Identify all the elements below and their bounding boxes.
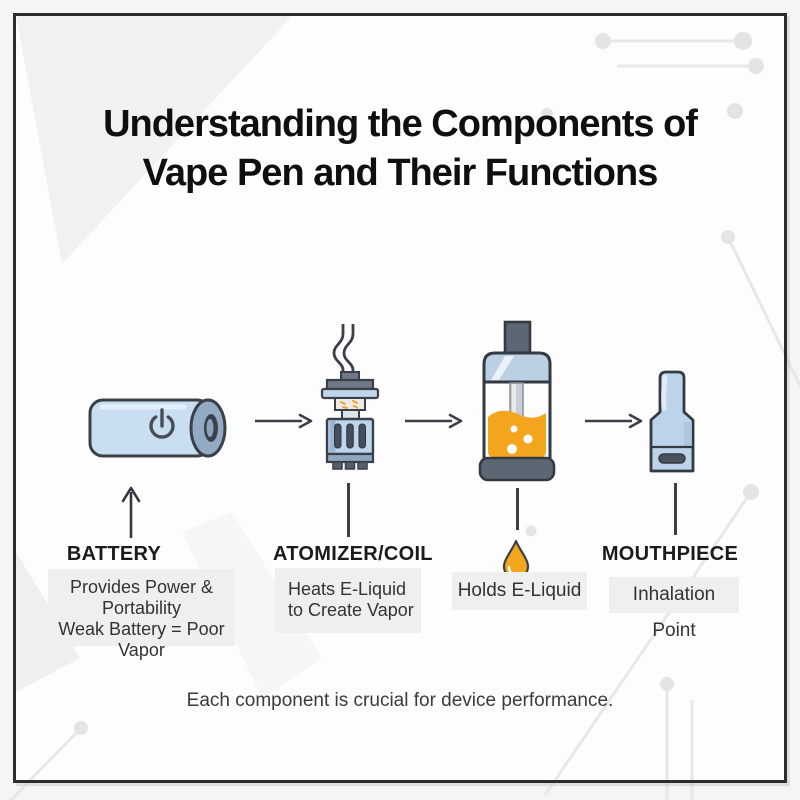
atomizer-pointer-line — [347, 483, 350, 537]
title-line-2: Vape Pen and Their Functions — [142, 152, 659, 194]
mouthpiece-pointer-line — [674, 483, 677, 535]
air-slots — [334, 423, 366, 449]
tank-description-box: Holds E-Liquid — [452, 572, 587, 610]
battery-icon — [88, 398, 227, 458]
spark-marks — [340, 400, 358, 409]
footer-caption: Each component is crucial for device per… — [186, 690, 614, 711]
contact-pins — [332, 461, 368, 470]
tank-icon — [478, 320, 556, 482]
power-icon — [149, 408, 175, 439]
page-title: Understanding the Components of Vape Pen… — [0, 100, 800, 198]
circuit-line-decoration — [8, 39, 800, 800]
frame-border — [13, 13, 787, 783]
mouthpiece-icon — [649, 370, 695, 473]
arrow-up-icon — [121, 486, 141, 538]
atomizer-icon — [320, 324, 380, 470]
atomizer-description-box: Heats E-Liquid to Create Vapor — [275, 568, 421, 633]
liquid-bubbles — [507, 425, 533, 454]
mouthpiece-label: MOUTHPIECE — [601, 543, 739, 565]
coil-wires — [332, 324, 355, 374]
circuit-node-dots — [74, 32, 764, 735]
mouthpiece-description-box: Inhalation Point — [609, 577, 739, 641]
tank-pointer-line — [516, 488, 519, 530]
battery-label: BATTERY — [66, 543, 162, 565]
atomizer-label: ATOMIZER/COIL — [273, 543, 433, 565]
title-line-1: Understanding the Components of — [103, 103, 698, 145]
arrow-right-icon — [405, 413, 463, 429]
eliquid-fill — [488, 410, 546, 458]
arrow-right-icon — [585, 413, 643, 429]
battery-description-box: Provides Power & Portability Weak Batter… — [48, 569, 235, 660]
arrow-right-icon — [255, 413, 313, 429]
